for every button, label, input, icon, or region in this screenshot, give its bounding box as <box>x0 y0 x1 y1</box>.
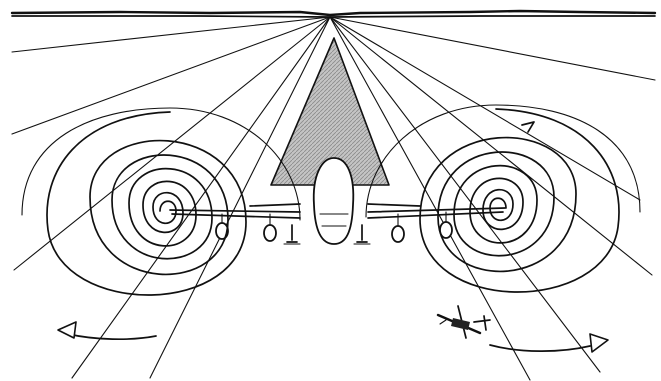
right-inner-engine <box>392 226 404 242</box>
perspective-line <box>14 17 330 270</box>
horizon-line <box>12 11 655 17</box>
perspective-line <box>330 17 600 372</box>
left-rotation-arrow <box>68 334 156 339</box>
left-inner-engine <box>264 225 276 241</box>
left-wing <box>170 210 300 218</box>
left-arrowhead-icon <box>58 322 76 338</box>
left-wingtip-vortex <box>22 108 300 295</box>
fuselage <box>314 158 354 244</box>
right-rotation-arrow <box>490 345 590 351</box>
perspective-line <box>330 17 652 275</box>
right-wingtip-vortex <box>366 105 640 292</box>
right-upper-arrowhead-icon <box>522 122 534 132</box>
perspective-line <box>72 17 330 378</box>
right-arrowhead-icon <box>590 334 608 352</box>
small-aircraft-in-wake <box>438 306 490 338</box>
perspective-line <box>330 17 655 80</box>
